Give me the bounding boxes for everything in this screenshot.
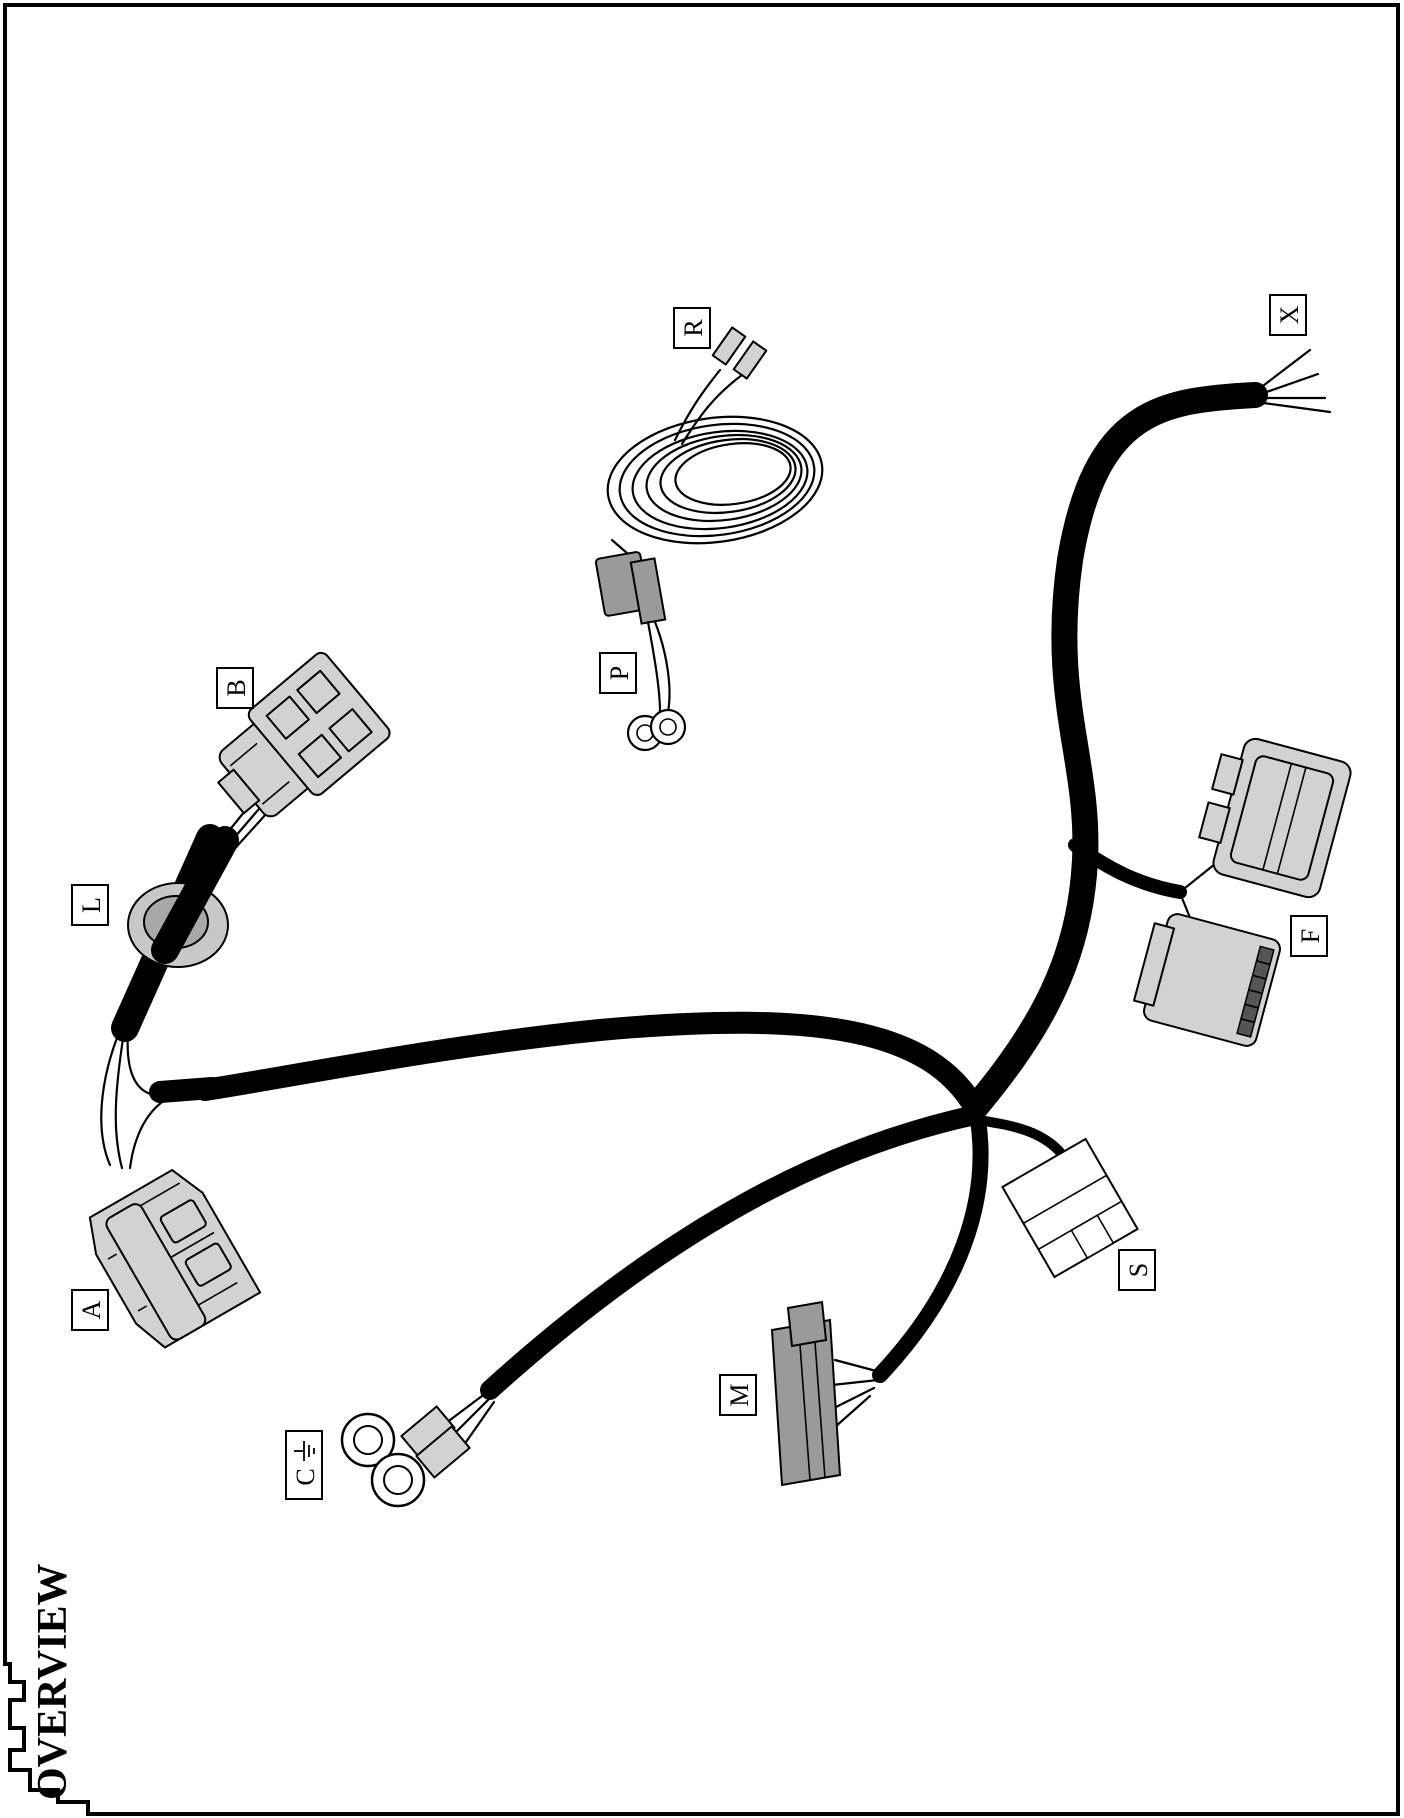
overview-title: OVERVIEW	[30, 1563, 76, 1800]
connector-m	[770, 1300, 882, 1487]
label-l: L	[71, 884, 109, 926]
svg-text:F: F	[1296, 929, 1325, 943]
label-a: A	[71, 1289, 109, 1331]
label-r: R	[673, 307, 711, 349]
connector-f	[1133, 737, 1352, 1047]
page-frame	[3, 3, 1400, 1816]
grommet-l	[111, 824, 239, 1042]
svg-text:P: P	[605, 666, 634, 680]
svg-text:S: S	[1124, 1263, 1153, 1277]
label-c: C	[285, 1430, 323, 1500]
connector-a	[88, 1028, 262, 1349]
svg-text:B: B	[222, 679, 251, 696]
svg-text:C: C	[291, 1468, 320, 1485]
coil-wire-p-r	[594, 326, 824, 752]
ring-terminal-c	[340, 1388, 496, 1508]
svg-text:R: R	[679, 319, 708, 337]
label-x: X	[1269, 294, 1307, 336]
label-m: M	[719, 1374, 757, 1416]
connector-s	[1001, 1137, 1139, 1279]
svg-text:A: A	[77, 1300, 106, 1319]
main-harness-cables	[194, 348, 1332, 1400]
svg-text:X: X	[1275, 305, 1304, 324]
label-f: F	[1290, 915, 1328, 957]
svg-text:OVERVIEW: OVERVIEW	[30, 1563, 76, 1800]
ground-symbol-icon	[294, 1441, 315, 1461]
label-p: P	[599, 652, 637, 694]
label-s: S	[1118, 1249, 1156, 1291]
svg-text:M: M	[725, 1383, 754, 1406]
svg-text:L: L	[77, 897, 106, 913]
label-b: B	[216, 667, 254, 709]
